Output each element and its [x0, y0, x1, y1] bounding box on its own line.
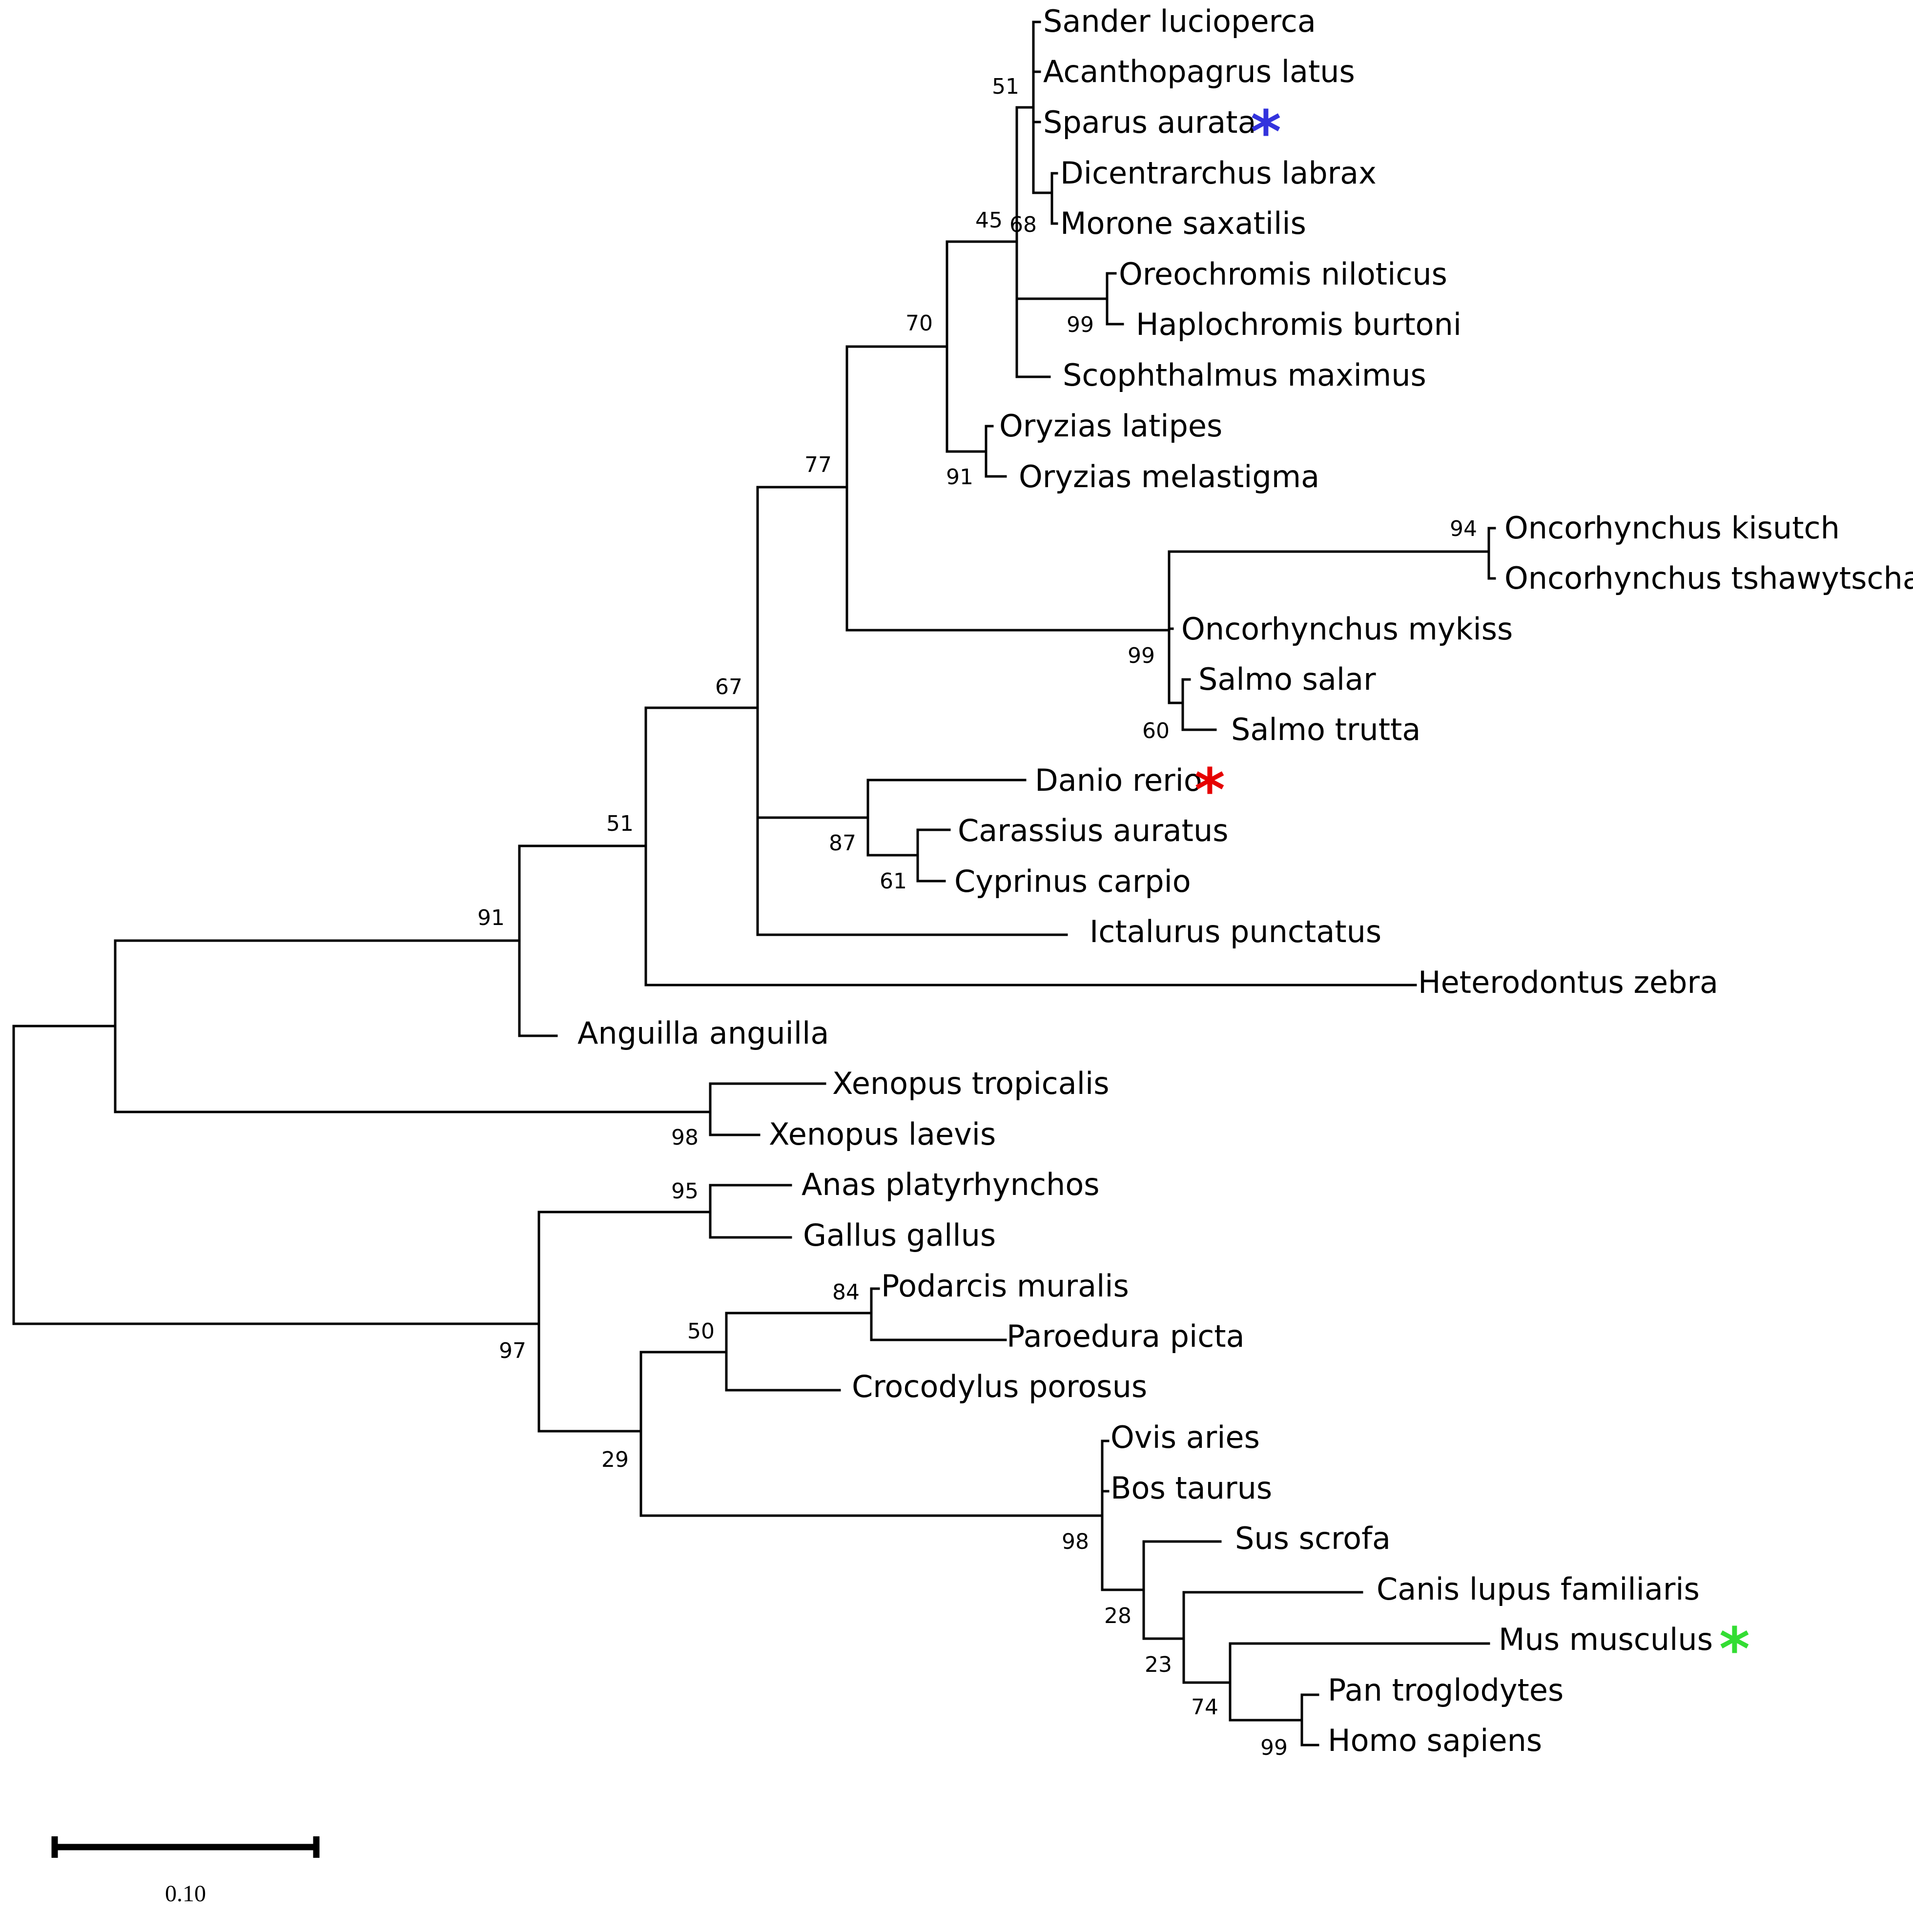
leaf-xenopus-laevis: Xenopus laevis	[769, 1116, 996, 1152]
branch-oryzias	[946, 425, 1007, 478]
bootstrap-cyprinids: 87	[829, 831, 856, 856]
leaf-gallus-gallus: Gallus gallus	[803, 1217, 996, 1253]
bootstrap-sus-group: 28	[1104, 1603, 1131, 1628]
bootstrap-percomorph-core: 45	[975, 208, 1003, 233]
leaf-oreochromis-niloticus: Oreochromis niloticus	[1119, 256, 1447, 292]
branch-mammals	[639, 1439, 1110, 1591]
leaf-acanthopagrus-latus: Acanthopagrus latus	[1043, 54, 1355, 89]
branch-canis	[1142, 1591, 1363, 1684]
leaf-pan-troglodytes: Pan troglodytes	[1328, 1672, 1563, 1708]
bootstrap-perciform: 51	[992, 74, 1019, 99]
branch-xenopus	[114, 1082, 826, 1136]
bootstrap-cichlids: 99	[1067, 312, 1094, 337]
markers: * * *	[1194, 99, 1750, 1684]
branch-oncorhynchus	[1168, 527, 1496, 580]
leaf-dicentrarchus-labrax: Dicentrarchus labrax	[1060, 155, 1377, 191]
branch-primates-mus	[1182, 1642, 1490, 1722]
leaf-podarcis-muralis: Podarcis muralis	[881, 1268, 1129, 1304]
leaf-danio-rerio: Danio rerio	[1035, 762, 1202, 798]
leaf-oryzias-melastigma: Oryzias melastigma	[1019, 459, 1319, 494]
bootstrap-salmonids: 99	[1128, 643, 1155, 668]
branch-neoteleostei	[756, 345, 848, 632]
bootstrap-birds: 95	[671, 1179, 699, 1204]
branch-fish-shark	[518, 706, 1417, 987]
bootstrap-squamates: 84	[832, 1280, 860, 1305]
bootstrap-mammals: 98	[1062, 1529, 1089, 1554]
leaf-crocodylus-porosus: Crocodylus porosus	[852, 1369, 1147, 1404]
branch-teleost-core	[644, 486, 1068, 936]
marker-mus-musculus: *	[1719, 1616, 1750, 1684]
bootstrap-carassius: 61	[880, 869, 907, 894]
bootstrap-primates: 99	[1260, 1735, 1288, 1760]
leaf-sparus-aurata: Sparus aurata	[1043, 104, 1256, 140]
branch-primates	[1229, 1693, 1319, 1747]
leaf-oncorhynchus-kisutch: Oncorhynchus kisutch	[1504, 510, 1840, 546]
leaf-cyprinus-carpio: Cyprinus carpio	[954, 863, 1191, 899]
bootstrap-salmo: 60	[1142, 719, 1170, 743]
branch-amniotes	[12, 1211, 540, 1433]
leaf-ictalurus-punctatus: Ictalurus punctatus	[1090, 914, 1381, 949]
marker-sparus-aurata: *	[1251, 99, 1281, 166]
branch-reptiles-mammals	[537, 1351, 642, 1517]
scale-bar-label: 0.10	[165, 1881, 206, 1907]
bootstrap-teleost-core: 67	[715, 675, 742, 699]
bootstrap-values: 51 45 68 99 70 91 77 94 99 60 67 87 61 5…	[477, 74, 1477, 1760]
branch-fish-xenopus	[12, 939, 117, 1113]
leaf-paroedura-picta: Paroedura picta	[1007, 1318, 1245, 1354]
branch-sus	[1101, 1540, 1222, 1640]
leaf-oryzias-latipes: Oryzias latipes	[999, 408, 1222, 444]
leaf-anguilla-anguilla: Anguilla anguilla	[577, 1015, 829, 1051]
leaf-anas-platyrhynchos: Anas platyrhynchos	[802, 1167, 1100, 1202]
scale-bar-line	[51, 1836, 320, 1858]
leaf-heterodontus-zebra: Heterodontus zebra	[1418, 965, 1718, 1000]
branch-salmonids	[845, 550, 1171, 704]
bootstrap-xenopus: 98	[671, 1125, 699, 1150]
bootstrap-percomorph-oryzias: 70	[905, 311, 933, 336]
bootstrap-neoteleostei: 77	[804, 452, 832, 477]
branch-birds	[537, 1184, 792, 1239]
leaf-haplochromis-burtoni: Haplochromis burtoni	[1136, 307, 1461, 342]
leaf-bos-taurus: Bos taurus	[1111, 1470, 1272, 1506]
leaf-homo-sapiens: Homo sapiens	[1328, 1723, 1542, 1758]
leaf-carassius-auratus: Carassius auratus	[958, 813, 1229, 848]
scale-bar: 0.10	[51, 1836, 320, 1907]
leaf-canis-lupus-familiaris: Canis lupus familiaris	[1377, 1571, 1700, 1607]
bootstrap-oncorhynchus: 94	[1450, 516, 1477, 541]
leaf-ovis-aries: Ovis aries	[1111, 1419, 1260, 1455]
leaf-oncorhynchus-mykiss: Oncorhynchus mykiss	[1181, 611, 1513, 647]
leaf-xenopus-tropicalis: Xenopus tropicalis	[832, 1066, 1110, 1101]
bootstrap-canis-group: 23	[1145, 1652, 1172, 1677]
branch-salmo	[1168, 678, 1217, 731]
leaf-oncorhynchus-tshawytscha: Oncorhynchus tshawytscha	[1504, 560, 1913, 596]
bootstrap-amniotes: 97	[499, 1338, 526, 1363]
tree-branches	[12, 21, 1496, 1747]
branch-reptiles	[639, 1312, 841, 1392]
branch-percomorph-core	[946, 106, 1051, 378]
leaf-mus-musculus: Mus musculus	[1499, 1622, 1713, 1657]
branch-morone	[1032, 121, 1058, 225]
branch-cichlids	[1015, 272, 1124, 326]
bootstrap-reptiles-mammals: 29	[601, 1447, 629, 1472]
leaf-salmo-salar: Salmo salar	[1198, 661, 1376, 697]
branch-squamates	[725, 1287, 1007, 1341]
leaf-sus-scrofa: Sus scrofa	[1235, 1521, 1391, 1556]
bootstrap-fish-anguilla: 91	[477, 905, 505, 930]
leaf-labels: Sander lucioperca Acanthopagrus latus Sp…	[577, 3, 1913, 1758]
branch-percomorph-oryzias	[845, 240, 948, 453]
leaf-morone-saxatilis: Morone saxatilis	[1060, 206, 1306, 241]
leaf-sander-lucioperca: Sander lucioperca	[1043, 3, 1316, 39]
bootstrap-oryzias: 91	[946, 465, 973, 490]
leaf-scophthalmus-maximus: Scophthalmus maximus	[1063, 357, 1426, 393]
marker-danio-rerio: *	[1194, 757, 1225, 824]
bootstrap-reptiles: 50	[687, 1319, 715, 1344]
bootstrap-primates-mus: 74	[1191, 1695, 1218, 1720]
branch-fish-anguilla	[114, 844, 558, 1037]
leaf-salmo-trutta: Salmo trutta	[1231, 712, 1420, 747]
branch-carassius	[866, 828, 951, 883]
bootstrap-morone: 68	[1009, 212, 1037, 237]
branch-cyprinids	[756, 779, 1027, 857]
bootstrap-fish-shark: 51	[606, 811, 634, 836]
